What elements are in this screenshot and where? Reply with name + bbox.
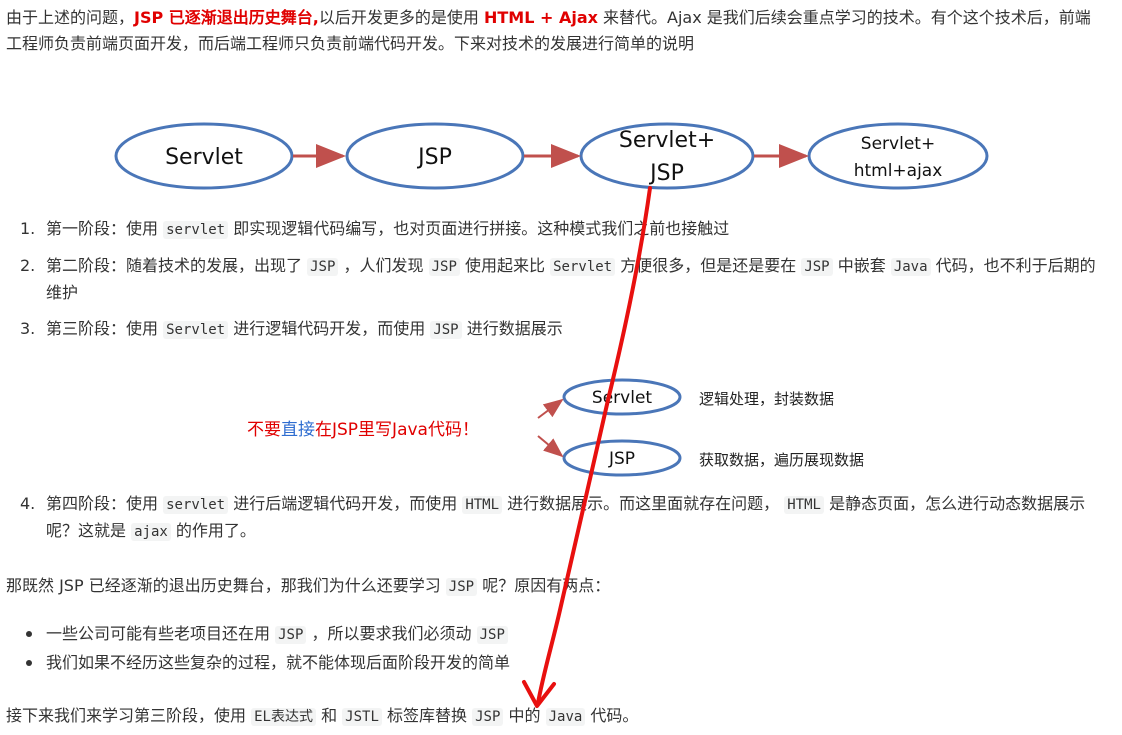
stage-text: 第二阶段：随着技术的发展，出现了 (46, 256, 303, 275)
arrow-to-servlet (537, 398, 564, 419)
stage-text: 进行数据展示。而这里面就存在问题， (507, 494, 780, 513)
question-text: 那既然 JSP 已经逐渐的退出历史舞台，那我们为什么还要学习 (6, 576, 441, 595)
stage-number: 4. (20, 494, 36, 513)
inline-code: JSP (307, 258, 339, 276)
box-servlet-label: Servlet (592, 388, 652, 408)
node-servlet-jsp-label-1: Servlet+ (619, 128, 715, 153)
highlight-jsp-retired: JSP 已逐渐退出历史舞台, (134, 8, 319, 27)
inline-code: Java (545, 708, 586, 726)
inline-code: ajax (131, 523, 171, 541)
note-text-blue: 直接 (281, 420, 315, 440)
inline-code: JSP (445, 578, 478, 596)
inline-code: Java (890, 258, 931, 276)
stage-text: ，人们发现 (343, 256, 424, 275)
warning-note: 不要直接在JSP里写Java代码！ (247, 415, 479, 440)
question-paragraph: 那既然 JSP 已经逐渐的退出历史舞台，那我们为什么还要学习 JSP 呢？原因有… (6, 573, 1104, 600)
stage-text: 使用起来比 (465, 256, 546, 275)
stage-text: 是静态页面，怎么进行动态数据展示呢？这就是 (46, 494, 1086, 540)
stage-item-3: 3. 第三阶段：使用 Servlet 进行逻辑代码开发，而使用 JSP 进行数据… (20, 316, 1104, 343)
reason-text: 一些公司可能有些老项目还在用 (46, 624, 271, 643)
stage-text: 代码，也不利于后期的维护 (46, 256, 1096, 302)
inline-code: JSP (275, 626, 307, 644)
node-servlet (114, 122, 294, 190)
node-servlet-html-ajax (807, 122, 989, 190)
inline-code: JSTL (342, 708, 382, 726)
stage-text: 方便很多，但是还是要在 (620, 256, 797, 275)
reason-item-1: 一些公司可能有些老项目还在用 JSP ，所以要求我们必须动 JSP (20, 620, 1104, 649)
intro-text-3: 来替代。Ajax 是我们后续会重点学习的技术。有个这个技术后，前端工程师负责前端… (6, 8, 1091, 53)
stage-text: 进行逻辑代码开发，而使用 (233, 319, 426, 338)
stage-text: 第四阶段：使用 (46, 494, 159, 513)
reason-text: 我们如果不经历这些复杂的过程，就不能体现后面阶段开发的简单 (46, 653, 511, 672)
highlight-html-ajax: HTML + Ajax (483, 8, 598, 27)
stage-text: 的作用了。 (175, 521, 256, 540)
closing-paragraph: 接下来我们来学习第三阶段，使用 EL表达式 和 JSTL 标签库替换 JSP 中… (6, 703, 1104, 730)
inline-code: JSP (428, 258, 460, 276)
inline-code: Servlet (550, 258, 616, 276)
stage-text: 第三阶段：使用 (46, 319, 159, 338)
intro-text-2: 以后开发更多的是使用 (318, 8, 479, 27)
stage-text: 即实现逻辑代码编写，也对页面进行拼接。这种模式我们之前也接触过 (233, 219, 730, 238)
closing-text: 中的 (508, 706, 541, 725)
bullet-icon (26, 631, 32, 637)
inline-code: JSP (801, 258, 833, 276)
node-4-label-2: html+ajax (854, 161, 943, 181)
inline-code: servlet (163, 221, 229, 239)
stage-text: 中嵌套 (837, 256, 886, 275)
jsp-desc: 获取数据，遍历展现数据 (699, 451, 865, 469)
inline-code: HTML (462, 496, 503, 514)
evolution-diagram: Servlet JSP Servlet+ JSP Servlet+ html+a… (114, 122, 989, 190)
closing-text: 和 (321, 706, 338, 725)
node-jsp-label: JSP (416, 145, 452, 170)
stage-item-1: 1. 第一阶段：使用 servlet 即实现逻辑代码编写，也对页面进行拼接。这种… (20, 216, 1104, 243)
closing-text: 标签库替换 (386, 706, 467, 725)
reason-text: ，所以要求我们必须动 (311, 624, 472, 643)
node-jsp (345, 122, 525, 190)
node-4-label-1: Servlet+ (861, 134, 935, 154)
inline-code: EL表达式 (251, 708, 316, 726)
reasons-list: 一些公司可能有些老项目还在用 JSP ，所以要求我们必须动 JSP 我们如果不经… (20, 620, 1104, 677)
question-text: 呢？原因有两点： (482, 576, 611, 595)
box-jsp-label: JSP (608, 449, 635, 469)
stage-item-2: 2. 第二阶段：随着技术的发展，出现了 JSP ，人们发现 JSP 使用起来比 … (20, 253, 1104, 306)
inline-code: HTML (784, 496, 824, 514)
closing-text: 接下来我们来学习第三阶段，使用 (6, 706, 247, 725)
node-servlet-label: Servlet (165, 145, 243, 170)
stages-list-cont: 4. 第四阶段：使用 servlet 进行后端逻辑代码开发，而使用 HTML 进… (20, 491, 1104, 545)
stage-item-4: 4. 第四阶段：使用 servlet 进行后端逻辑代码开发，而使用 HTML 进… (20, 491, 1104, 545)
closing-text: 代码。 (590, 706, 639, 725)
note-text: 不要 (247, 420, 281, 440)
intro-text-1: 由于上述的问题， (6, 8, 135, 27)
intro-paragraph: 由于上述的问题，JSP 已逐渐退出历史舞台,以后开发更多的是使用 HTML + … (6, 5, 1104, 57)
stage-text: 进行数据展示 (466, 319, 563, 338)
servlet-desc: 逻辑处理，封装数据 (699, 390, 835, 408)
inline-code: JSP (472, 708, 504, 726)
arrow-to-jsp (537, 435, 564, 458)
stage-number: 1. (20, 219, 36, 238)
stage-number: 3. (20, 319, 36, 338)
inline-code: JSP (476, 626, 508, 644)
node-servlet-jsp (579, 122, 755, 190)
inline-code: servlet (163, 496, 229, 514)
stage-number: 2. (20, 256, 36, 275)
bullet-icon (26, 660, 32, 666)
stage-text: 第一阶段：使用 (46, 219, 159, 238)
note-text: 在JSP里写Java代码！ (315, 420, 479, 440)
node-servlet-jsp-label-2: JSP (648, 161, 684, 186)
inline-code: JSP (430, 321, 462, 339)
reason-item-2: 我们如果不经历这些复杂的过程，就不能体现后面阶段开发的简单 (20, 649, 1104, 677)
inline-code: Servlet (163, 321, 229, 339)
stages-list: 1. 第一阶段：使用 servlet 即实现逻辑代码编写，也对页面进行拼接。这种… (20, 216, 1104, 343)
stage-text: 进行后端逻辑代码开发，而使用 (233, 494, 458, 513)
